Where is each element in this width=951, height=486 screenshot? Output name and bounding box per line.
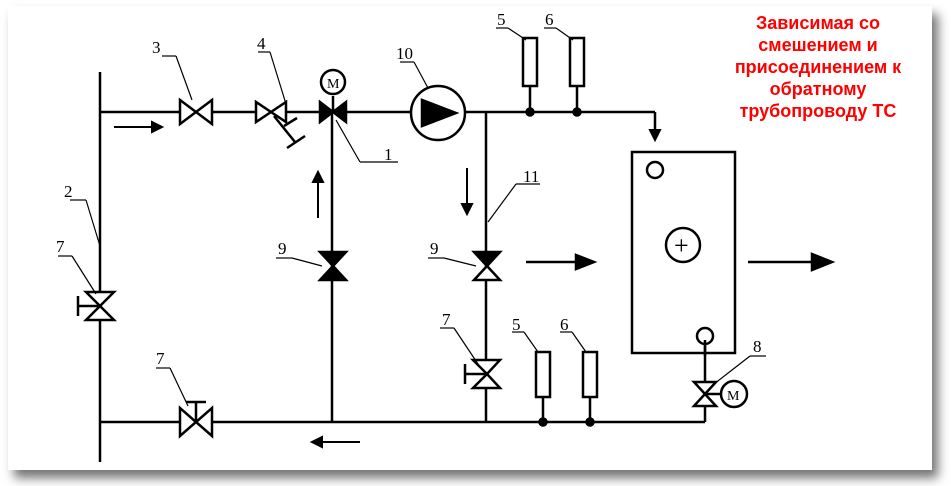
label-9-right: 9	[430, 239, 439, 258]
instrument-6-bottom	[581, 350, 599, 427]
heater-plus: +	[674, 231, 689, 260]
title-line-1: Зависимая со	[755, 13, 881, 33]
motor-8-symbol: М	[727, 389, 740, 404]
instrument-5-top	[521, 36, 539, 117]
filter-4	[254, 99, 306, 150]
leader-lines	[58, 27, 766, 407]
label-11: 11	[523, 167, 539, 186]
diagram-panel	[8, 6, 932, 470]
scheme-title: Зависимая со смешением и присоединением …	[696, 12, 940, 122]
check-valve-9-left	[317, 250, 349, 282]
control-valve-8	[691, 379, 749, 409]
motor-1-symbol: М	[327, 77, 340, 92]
label-8: 8	[753, 337, 762, 356]
label-5-bottom: 5	[512, 315, 521, 334]
title-line-2: смешением и	[758, 35, 878, 55]
valve-3	[178, 97, 214, 127]
label-3: 3	[152, 38, 161, 57]
label-5-top: 5	[497, 10, 506, 29]
pump-10	[409, 84, 467, 142]
flow-arrow-branch-down	[460, 168, 474, 217]
valve-7-return	[178, 400, 214, 439]
flow-arrow-mixing-up	[311, 169, 325, 218]
radiator-inlet	[645, 160, 665, 180]
label-9-left: 9	[278, 239, 287, 258]
label-7-riser: 7	[56, 237, 65, 256]
flow-arrow-radiator-in	[648, 112, 662, 143]
heating-device	[630, 150, 737, 355]
label-6-top: 6	[545, 10, 554, 29]
motor-8	[719, 379, 749, 409]
label-4: 4	[257, 34, 266, 53]
title-line-3: присоединением к	[734, 57, 902, 77]
flow-arrow-heat-1	[526, 253, 598, 271]
label-7-branch: 7	[442, 310, 451, 329]
label-2: 2	[64, 182, 73, 201]
title-line-4: обратному	[769, 79, 867, 99]
instrument-5-bottom	[534, 350, 552, 427]
valve-7-branch	[463, 358, 503, 390]
flow-arrow-heat-2	[748, 252, 836, 272]
valve-7-riser	[76, 290, 118, 322]
title-line-5: трубопроводу ТС	[739, 101, 897, 121]
label-7-return: 7	[156, 349, 165, 368]
label-6-bottom: 6	[560, 315, 569, 334]
label-1: 1	[384, 145, 393, 164]
instrument-6-top	[568, 36, 586, 117]
label-10: 10	[396, 44, 413, 63]
flow-arrow-supply	[114, 120, 165, 134]
motor-1	[319, 68, 347, 96]
heater-symbol	[664, 226, 702, 264]
check-valve-9-right	[471, 250, 503, 282]
three-way-valve-1	[318, 68, 348, 125]
flow-arrow-return	[309, 435, 360, 449]
